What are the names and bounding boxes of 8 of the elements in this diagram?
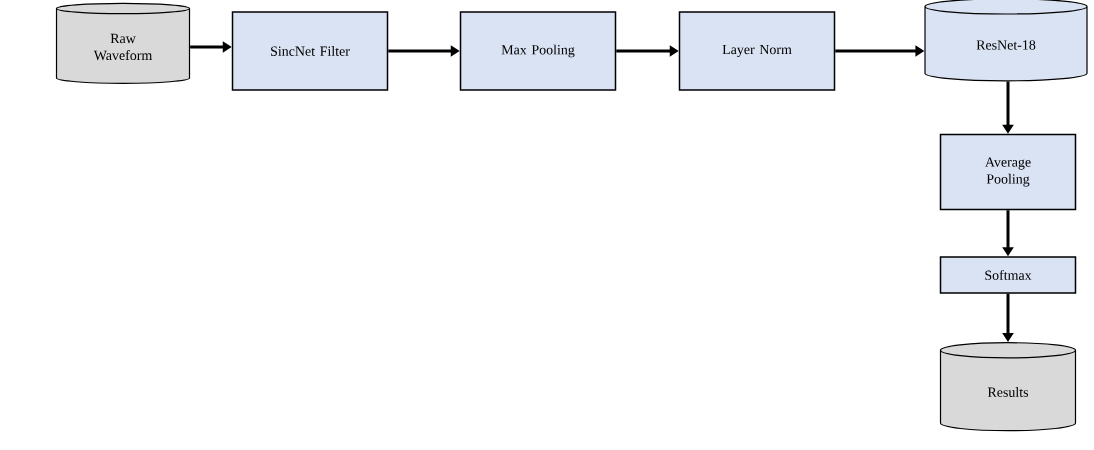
database-cylinder: ResNet-18 [924, 0, 1088, 82]
process-box: Softmax [939, 256, 1077, 294]
database-cylinder: Raw Waveform [55, 2, 191, 84]
database-cylinder: Results [939, 342, 1077, 432]
process-box: Layer Norm [678, 11, 836, 91]
process-box: Average Pooling [939, 133, 1077, 211]
process-box: Max Pooling [459, 11, 617, 91]
process-box: SincNet Filter [231, 11, 389, 91]
